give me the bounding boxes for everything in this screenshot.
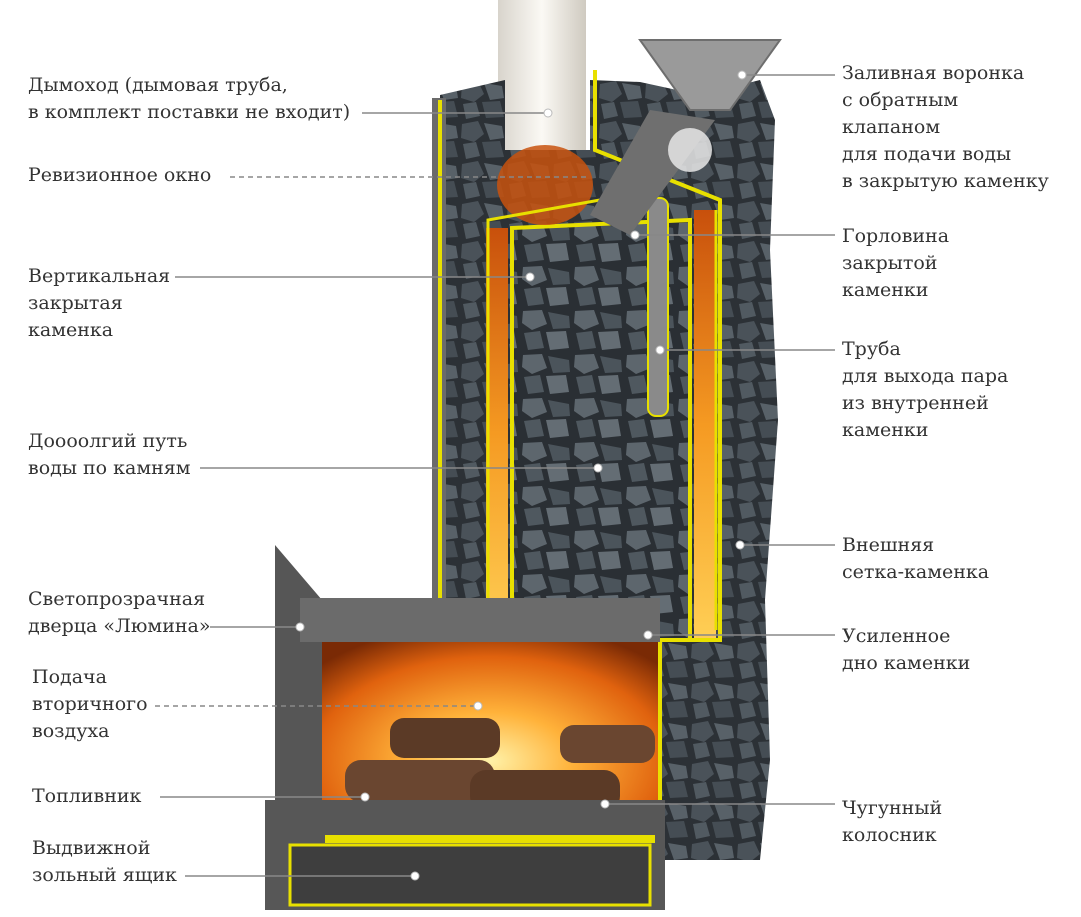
steam-pipe xyxy=(647,197,669,417)
grate xyxy=(325,835,655,843)
label-door: Светопрозрачная дверца «Люмина» xyxy=(28,588,211,637)
label-water-path: Доооолгий путь воды по камням xyxy=(28,430,191,479)
label-chimney: Дымоход (дымовая труба, в комплект поста… xyxy=(28,74,351,123)
leader-lines-left xyxy=(155,112,598,877)
ash-pan-inner xyxy=(288,843,652,907)
label-grate: Чугунный колосник xyxy=(842,797,943,846)
revision-window-glow xyxy=(497,145,593,225)
label-revision-window: Ревизионное окно xyxy=(28,164,212,186)
flue-right xyxy=(694,210,716,640)
label-vertical-heater: Вертикальная закрытая каменка xyxy=(28,265,171,341)
leader-lines-right xyxy=(605,74,835,805)
door-top-panel xyxy=(300,598,660,642)
label-steam-pipe: Труба для выхода пара из внутренней каме… xyxy=(842,338,1009,441)
steam-puff xyxy=(668,128,712,172)
label-funnel: Заливная воронка с обратным клапаном для… xyxy=(842,62,1049,192)
label-neck: Горловина закрытой каменки xyxy=(842,225,950,301)
funnel-icon xyxy=(638,39,782,111)
marker-dots xyxy=(295,70,747,881)
label-outer-mesh: Внешняя сетка-каменка xyxy=(842,534,990,583)
door-frame xyxy=(275,545,322,840)
label-secondary-air: Подача вторичного воздуха xyxy=(32,666,148,742)
label-reinforced-bottom: Усиленное дно каменки xyxy=(842,625,971,674)
label-firebox: Топливник xyxy=(32,785,142,807)
flue-left xyxy=(486,228,508,638)
inner-outline xyxy=(486,198,718,630)
label-ash-pan: Выдвижной зольный ящик xyxy=(32,837,177,886)
